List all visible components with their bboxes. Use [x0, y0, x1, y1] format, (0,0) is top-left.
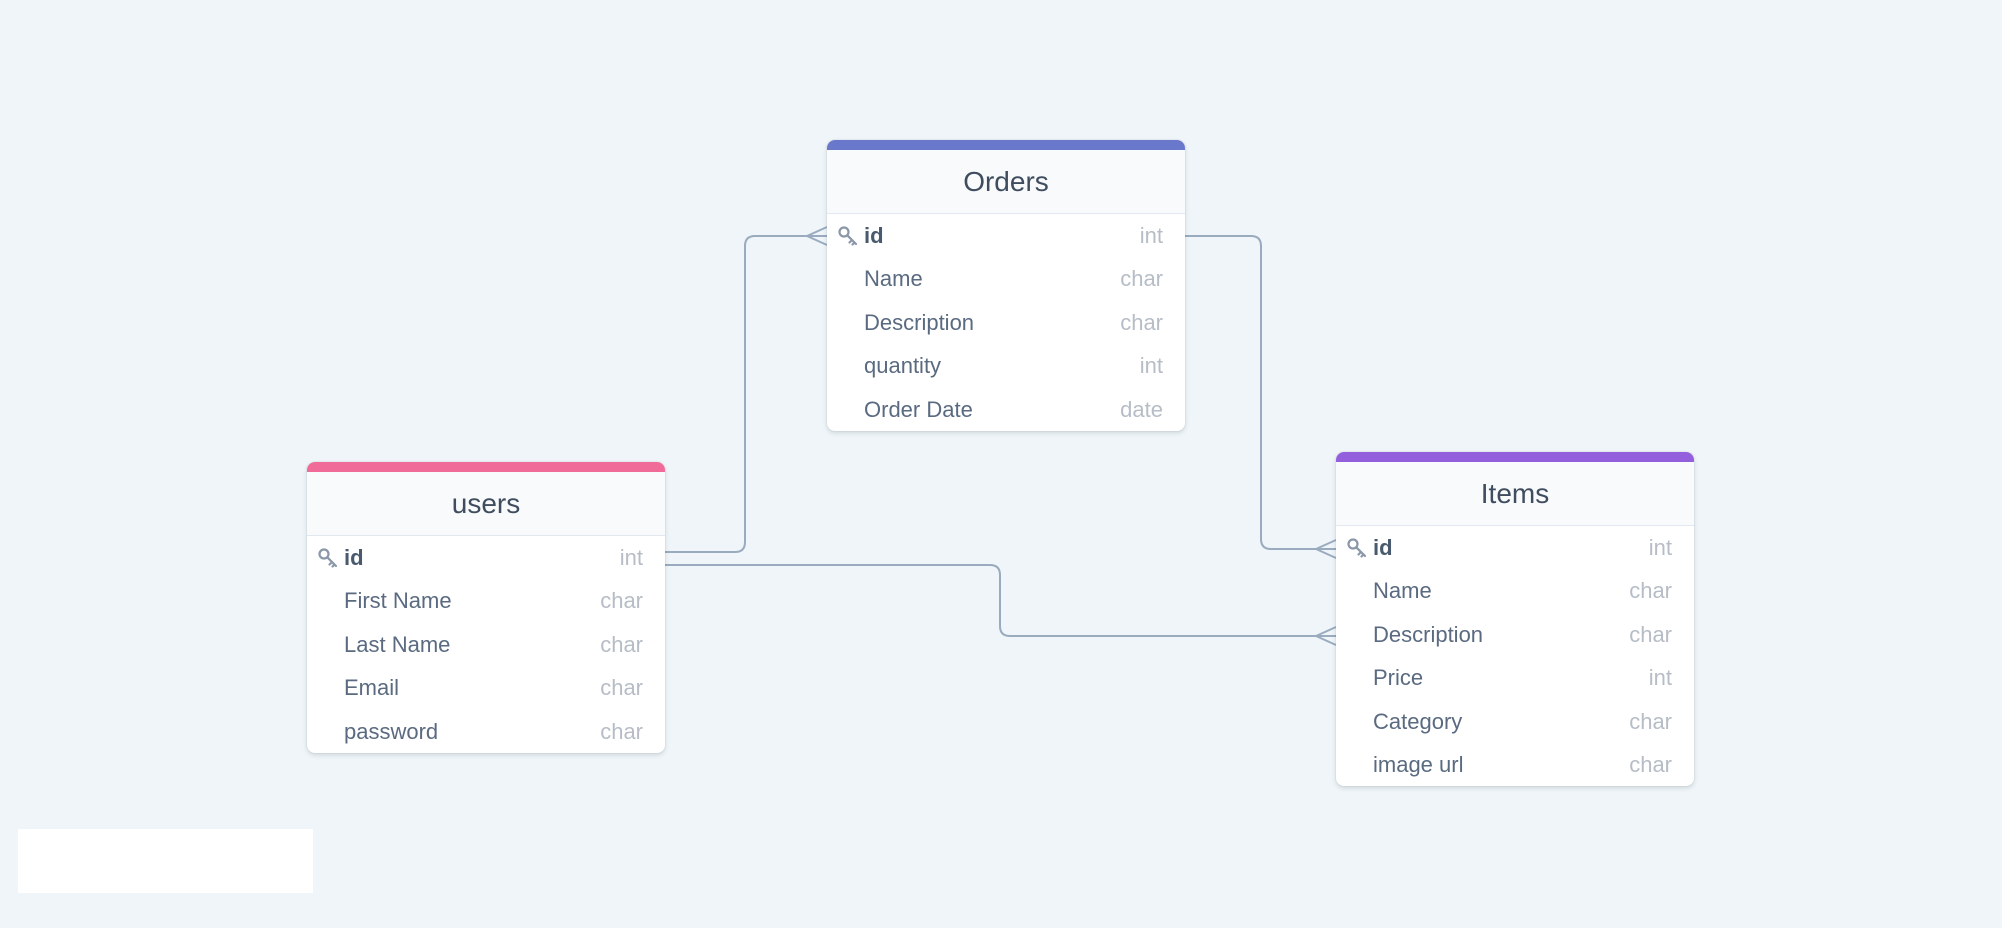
field-name: Name — [864, 266, 923, 292]
users-table-title[interactable]: users — [307, 472, 665, 536]
field-type: char — [1120, 309, 1163, 335]
field-name: Order Date — [864, 396, 973, 422]
crowfoot-orders-id — [806, 226, 828, 246]
key-icon — [837, 225, 859, 247]
field-type: char — [1629, 708, 1672, 734]
items-field-category[interactable]: Category char — [1336, 700, 1694, 743]
field-name: Email — [344, 675, 400, 701]
orders-accent-bar — [827, 140, 1185, 150]
field-name: Category — [1373, 708, 1463, 734]
users-field-last-name[interactable]: Last Name char — [307, 623, 665, 666]
users-accent-bar — [307, 462, 665, 472]
field-name: First Name — [344, 588, 452, 614]
field-type: char — [600, 588, 643, 614]
orders-field-quantity[interactable]: quantity int — [827, 344, 1185, 387]
orders-field-id[interactable]: id int — [827, 214, 1185, 257]
field-type: char — [600, 718, 643, 744]
items-field-image-url[interactable]: image url char — [1336, 743, 1694, 786]
field-name: id — [1373, 535, 1393, 560]
field-type: int — [1648, 535, 1672, 560]
items-table-title[interactable]: Items — [1336, 462, 1694, 526]
field-type: char — [600, 631, 643, 657]
field-type: char — [1629, 578, 1672, 604]
users-field-email[interactable]: Email char — [307, 666, 665, 709]
crowfoot-items-description — [1315, 626, 1337, 646]
orders-field-order-date[interactable]: Order Date date — [827, 388, 1185, 431]
connector-users-items[interactable] — [665, 564, 1336, 637]
field-type: int — [619, 545, 643, 570]
connector-orders-items[interactable] — [1185, 235, 1336, 550]
field-type: char — [600, 675, 643, 701]
field-name: Last Name — [344, 631, 451, 657]
blank-panel — [18, 829, 313, 893]
field-name: id — [864, 223, 884, 248]
field-name: quantity — [864, 353, 942, 379]
field-type: char — [1629, 621, 1672, 647]
users-field-id[interactable]: id int — [307, 536, 665, 579]
items-field-id[interactable]: id int — [1336, 526, 1694, 569]
key-icon — [317, 547, 339, 569]
field-name: id — [344, 545, 364, 570]
orders-field-name[interactable]: Name char — [827, 257, 1185, 300]
items-field-description[interactable]: Description char — [1336, 613, 1694, 656]
users-field-password[interactable]: password char — [307, 710, 665, 753]
connector-users-orders[interactable] — [665, 235, 827, 553]
crowfoot-items-id — [1315, 539, 1337, 559]
field-name: image url — [1373, 751, 1464, 777]
field-name: Name — [1373, 578, 1432, 604]
field-type: int — [1648, 665, 1672, 691]
items-accent-bar — [1336, 452, 1694, 462]
items-field-price[interactable]: Price int — [1336, 656, 1694, 699]
field-type: int — [1139, 353, 1163, 379]
users-field-first-name[interactable]: First Name char — [307, 579, 665, 622]
orders-field-description[interactable]: Description char — [827, 301, 1185, 344]
field-type: date — [1120, 396, 1163, 422]
field-name: Price — [1373, 665, 1424, 691]
orders-table-title[interactable]: Orders — [827, 150, 1185, 214]
field-type: char — [1629, 751, 1672, 777]
field-name: Description — [864, 309, 975, 335]
items-field-name[interactable]: Name char — [1336, 569, 1694, 612]
field-type: int — [1139, 223, 1163, 248]
field-type: char — [1120, 266, 1163, 292]
field-name: Description — [1373, 621, 1484, 647]
key-icon — [1346, 537, 1368, 559]
field-name: password — [344, 718, 439, 744]
